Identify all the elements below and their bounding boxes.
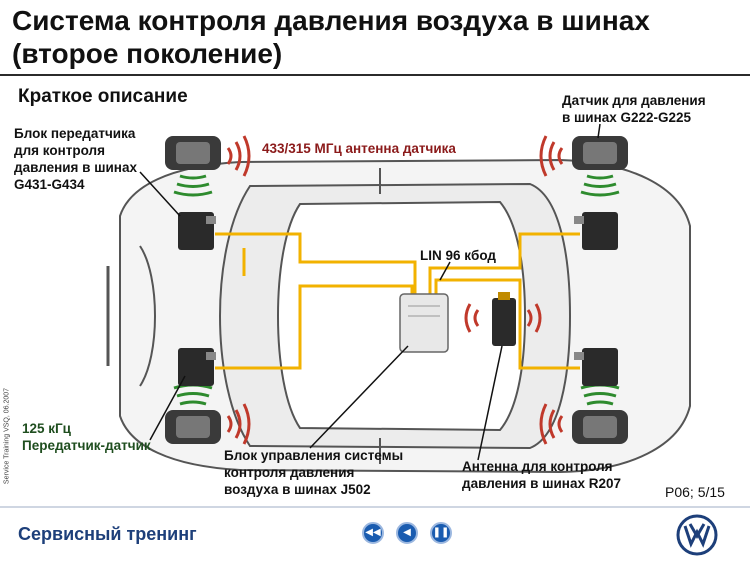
pressure-sensor-label: Датчик для давления в шинах G222-G225 (562, 93, 706, 125)
prev-icon[interactable]: ◀ (396, 522, 418, 544)
side-note-text: Service Training VSQ, 06.2007 (3, 387, 11, 485)
wheel-front-right (572, 136, 628, 170)
car-diagram (106, 123, 691, 474)
transmitter-block-front-left (178, 212, 216, 250)
antenna-frequency-label: 433/315 МГц антенна датчика (262, 141, 456, 156)
lf-transmitter-label: 125 кГц Передатчик-датчик (22, 421, 151, 453)
transmitter-block-label: Блок передатчика для контроля давления в… (14, 126, 137, 192)
transmitter-block-front-right (574, 212, 618, 250)
control-unit-label: Блок управления системы контроля давлени… (224, 448, 404, 497)
transmitter-block-rear-left (178, 348, 216, 386)
antenna-r207 (492, 292, 516, 346)
transmitter-block-rear-right (574, 348, 618, 386)
antenna-unit-label: Антенна для контроля давления в шинах R2… (462, 459, 621, 491)
page-title: Система контроля давления воздуха в шина… (12, 5, 650, 69)
wheel-front-left (165, 136, 221, 170)
side-note: Service Training VSQ, 06.2007 (0, 380, 14, 492)
rewind-icon[interactable]: ◀◀ (362, 522, 384, 544)
wheel-rear-right (572, 410, 628, 444)
section-subtitle: Краткое описание (18, 86, 188, 107)
wheel-rear-left (165, 410, 221, 444)
header: Система контроля давления воздуха в шина… (0, 0, 750, 76)
wiring (215, 232, 580, 370)
lin-bus-label: LIN 96 кбод (420, 248, 496, 263)
rf-waves (226, 135, 564, 445)
lf-waves (173, 174, 620, 406)
footer: Сервисный тренинг ◀◀ ◀ ❚❚ (0, 506, 750, 562)
vw-logo-icon (676, 514, 718, 556)
pause-icon[interactable]: ❚❚ (430, 522, 452, 544)
control-unit-j502 (399, 293, 449, 353)
page-reference: P06; 5/15 (665, 484, 725, 500)
footer-title: Сервисный тренинг (18, 524, 197, 544)
leader-lines (139, 123, 601, 461)
